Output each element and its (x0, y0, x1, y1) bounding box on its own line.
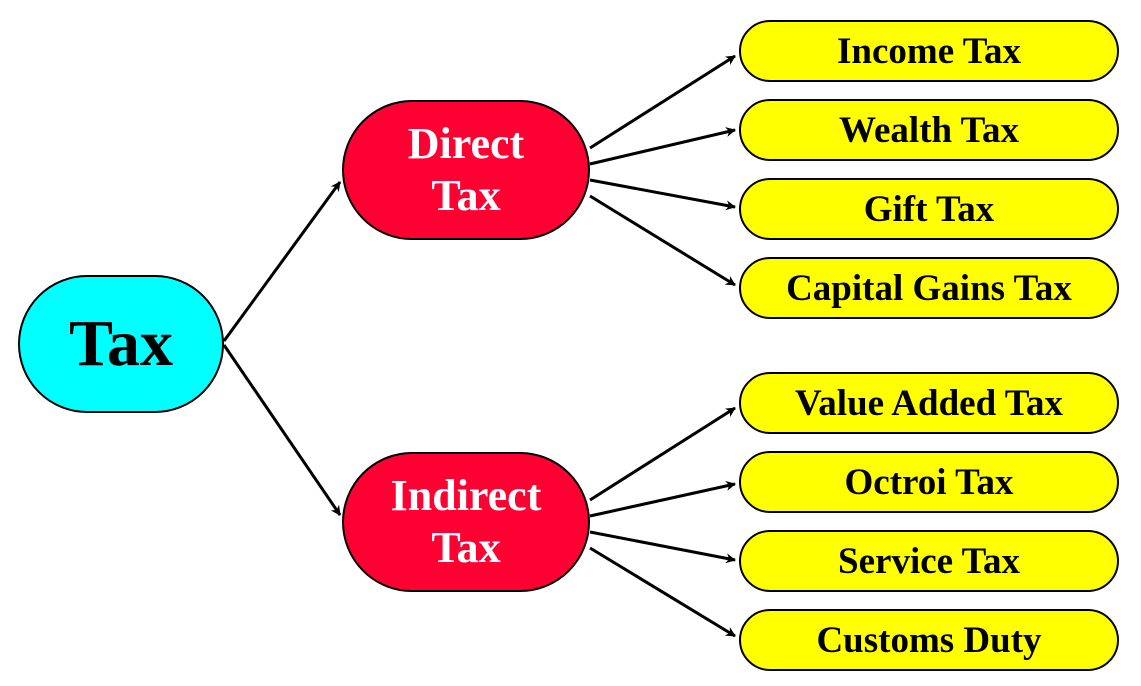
arrow-tax-to-direct (222, 181, 342, 342)
tax-root-label: Tax (69, 307, 173, 380)
indirect-tax-label-line1: Indirect (390, 471, 542, 521)
leaf-label: Capital Gains Tax (786, 267, 1072, 309)
leaf-label: Service Tax (838, 540, 1020, 582)
arrow-indirect-to-service (589, 530, 736, 564)
leaf-label: Gift Tax (863, 188, 995, 230)
leaf-label: Wealth Tax (839, 109, 1019, 151)
arrow-indirect-to-octroi (589, 481, 736, 518)
leaf-label: Value Added Tax (794, 382, 1064, 424)
direct-tax-label-line1: Direct (407, 119, 525, 169)
arrow-direct-to-wealth (589, 127, 736, 166)
leaf-gift-tax: Gift Tax (739, 178, 1119, 240)
leaf-value-added-tax: Value Added Tax (739, 372, 1119, 434)
tax-root-node: Tax (18, 275, 224, 413)
leaf-service-tax: Service Tax (739, 530, 1119, 592)
leaf-wealth-tax: Wealth Tax (739, 99, 1119, 161)
leaf-label: Customs Duty (816, 619, 1042, 661)
leaf-customs-duty: Customs Duty (739, 609, 1119, 671)
leaf-capital-gains-tax: Capital Gains Tax (739, 257, 1119, 319)
direct-tax-label-line2: Tax (431, 171, 501, 220)
leaf-income-tax: Income Tax (739, 20, 1119, 82)
indirect-tax-label-line2: Tax (431, 523, 501, 572)
leaf-octroi-tax: Octroi Tax (739, 451, 1119, 513)
arrow-indirect-to-vat (589, 406, 736, 502)
indirect-tax-node: Indirect Tax (342, 452, 590, 592)
arrow-indirect-to-customs (589, 546, 736, 638)
direct-tax-node: Direct Tax (342, 100, 590, 240)
arrow-direct-to-capital-gains (589, 194, 736, 287)
leaf-label: Income Tax (836, 30, 1021, 72)
arrow-direct-to-income (589, 54, 736, 150)
leaf-label: Octroi Tax (844, 461, 1014, 503)
arrow-direct-to-gift (589, 178, 736, 211)
arrow-tax-to-indirect (222, 344, 342, 516)
